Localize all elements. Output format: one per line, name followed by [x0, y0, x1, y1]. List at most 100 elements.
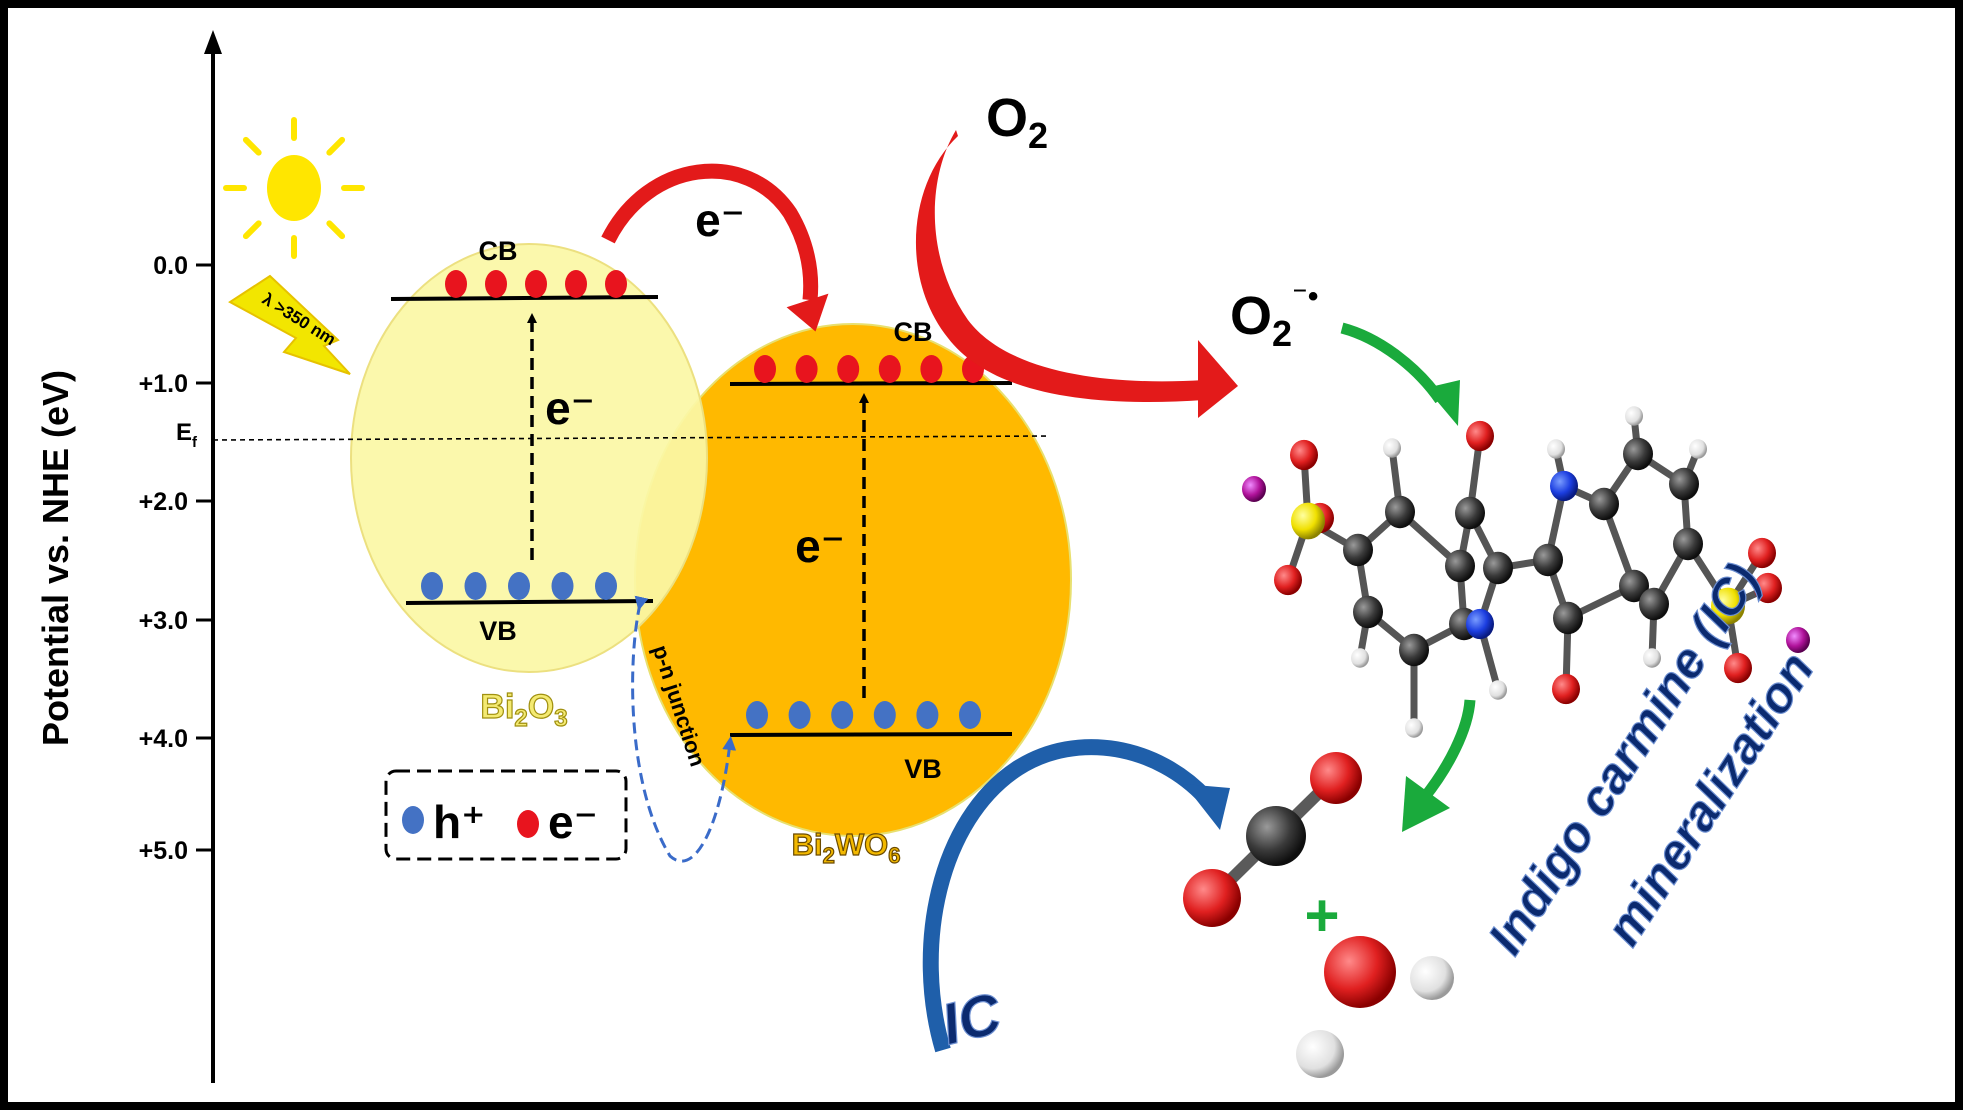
indigo-carmine-molecule [1242, 406, 1810, 738]
bi2o3-vb-label: VB [479, 616, 517, 646]
atom [1619, 569, 1649, 603]
superoxide-attack-arrow [1340, 322, 1460, 426]
bi2wo6-holes [746, 701, 981, 729]
legend-box [384, 769, 628, 861]
atom [1466, 608, 1494, 640]
oxygen-label: O2 [986, 88, 1048, 156]
axis-tick-label: +3.0 [139, 607, 188, 635]
bi2wo6-name: Bi2WO6 [792, 827, 901, 868]
legend-hole-icon [402, 806, 424, 834]
fermi-level-label: Ef [176, 419, 198, 451]
atom [1623, 437, 1653, 471]
atom [1643, 648, 1661, 668]
atom [1405, 718, 1423, 738]
photocatalysis-diagram: Potential vs. NHE (eV) 0.0 +1.0 +2.0 +3.0 +4… [35, 30, 1825, 1083]
sun-icon [223, 117, 365, 259]
bi2o3-vb-line [405, 599, 654, 605]
electron [565, 270, 587, 298]
electron-transfer-label: e⁻ [695, 194, 745, 246]
atom [1385, 495, 1415, 529]
atom [1689, 439, 1707, 459]
atom [1639, 587, 1669, 621]
axis-tick-label: +5.0 [139, 837, 188, 865]
atom [1550, 470, 1578, 502]
pn-junction-arrow [631, 595, 737, 863]
electron [485, 270, 507, 298]
hole [464, 572, 487, 600]
atom [1673, 527, 1703, 561]
atom [1625, 406, 1643, 426]
hole [959, 701, 981, 729]
electron [878, 355, 901, 383]
electron [837, 355, 860, 383]
bi2o3-holes [421, 572, 617, 600]
bi2wo6-vb-label: VB [904, 754, 942, 784]
atom [1291, 502, 1325, 540]
product-plus-sign: + [1304, 882, 1339, 949]
bi2o3-particle [350, 243, 708, 673]
axis-tick-label: +1.0 [139, 370, 188, 398]
hole [831, 701, 854, 729]
atom [1483, 551, 1513, 585]
atom [1466, 420, 1494, 452]
atom [1489, 680, 1507, 700]
light-bolt-icon [228, 274, 351, 375]
axis-tick-label: +2.0 [139, 488, 188, 516]
atom [1754, 572, 1782, 604]
atom [1553, 601, 1583, 635]
atom [1552, 673, 1580, 705]
legend-hole-label: h⁺ [433, 796, 485, 848]
bi2wo6-vb-line [729, 732, 1013, 737]
bi2o3-electrons [445, 270, 627, 298]
atom [1242, 476, 1266, 502]
electron-transfer-arrow [601, 163, 829, 332]
atom [1547, 439, 1565, 459]
hole [916, 701, 939, 729]
legend-electron-label: e⁻ [548, 796, 598, 848]
atom [1383, 438, 1401, 458]
bi2o3-name: Bi2O3 [480, 688, 567, 732]
axis-label: Potential vs. NHE (eV) [35, 370, 76, 746]
hole [508, 572, 530, 600]
axis-arrowhead [204, 30, 222, 54]
atom [1353, 595, 1383, 629]
diagram-canvas: Potential vs. NHE (eV) 0.0 +1.0 +2.0 +3.0 +4… [8, 8, 1955, 1102]
atom [1343, 533, 1373, 567]
water-molecule-icon [1296, 936, 1454, 1078]
pollutant-arrow [922, 739, 1230, 1053]
degradation-arrow [1402, 699, 1476, 832]
atom [1786, 627, 1810, 653]
atom [1748, 537, 1776, 569]
hole [595, 572, 617, 600]
hole [421, 572, 443, 600]
superoxide-label: O2⁻• [1230, 280, 1318, 354]
co2-molecule-icon [1183, 752, 1362, 927]
fermi-level-line [212, 435, 1051, 441]
axis-tick-label: 0.0 [153, 252, 188, 280]
atom [1290, 439, 1318, 471]
bi2wo6-excitation-label: e⁻ [795, 520, 845, 572]
hole [873, 701, 896, 729]
atom [1711, 587, 1745, 625]
electron [445, 270, 467, 298]
bi2o3-excitation-label: e⁻ [545, 382, 595, 434]
potential-axis: Potential vs. NHE (eV) 0.0 +1.0 +2.0 +3.0 +4… [35, 30, 222, 1083]
bi2wo6-cb-label: CB [894, 317, 933, 347]
electron [920, 355, 943, 383]
atom [1399, 633, 1429, 667]
electron [605, 270, 627, 298]
bi2o3-cb-label: CB [479, 236, 518, 266]
charge-legend: h⁺ e⁻ [384, 769, 628, 861]
electron [754, 355, 776, 383]
atom [1589, 487, 1619, 521]
axis-ticks: 0.0 +1.0 +2.0 +3.0 +4.0 +5.0 [139, 252, 213, 865]
legend-electron-icon [517, 810, 539, 838]
hole [746, 701, 768, 729]
atom [1724, 652, 1752, 684]
atom [1669, 467, 1699, 501]
hole [551, 572, 574, 600]
atom [1445, 549, 1475, 583]
atom [1455, 496, 1485, 530]
axis-tick-label: +4.0 [139, 725, 188, 753]
atom [1274, 564, 1302, 596]
